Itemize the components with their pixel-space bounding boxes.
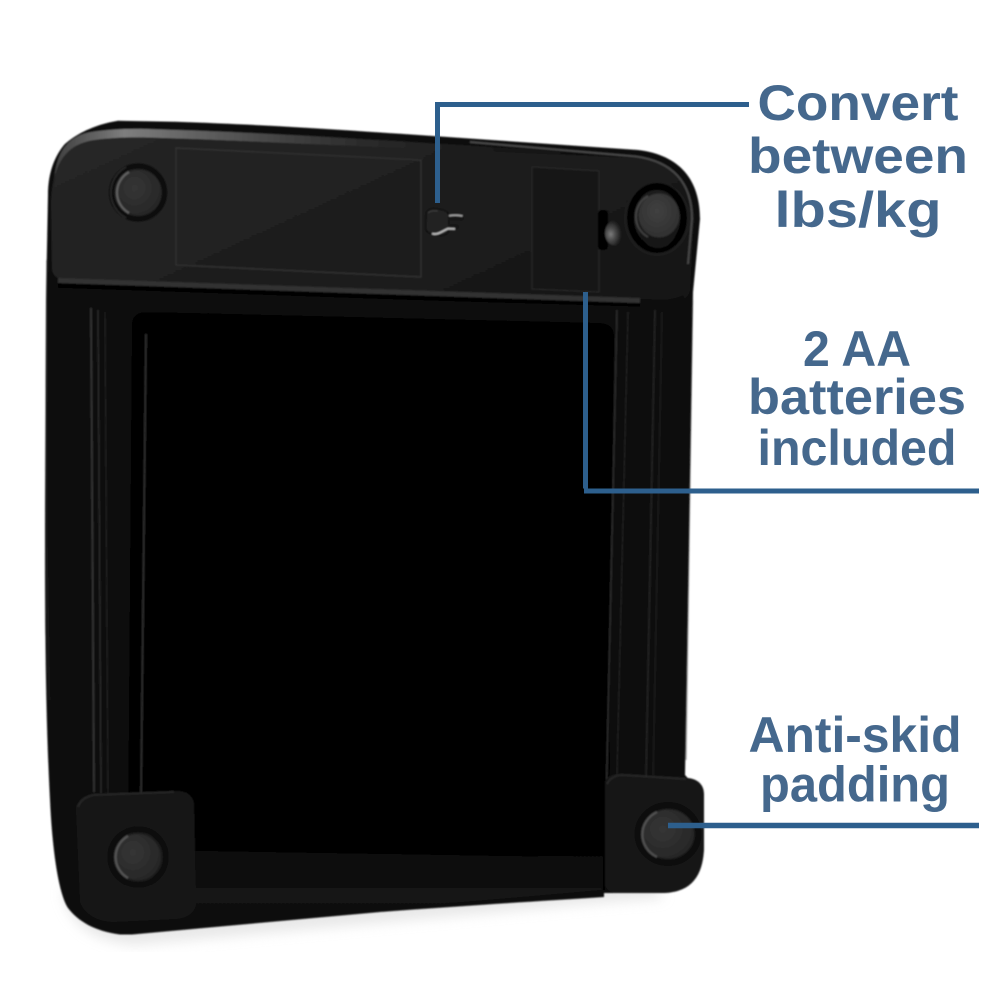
svg-text:Convert: Convert (758, 75, 959, 131)
svg-text:Anti-skid: Anti-skid (749, 707, 962, 763)
svg-text:batteries: batteries (748, 369, 966, 425)
svg-text:between: between (748, 128, 968, 184)
svg-text:included: included (758, 420, 957, 476)
svg-text:2 AA: 2 AA (803, 321, 911, 377)
svg-text:padding: padding (760, 757, 950, 813)
svg-text:lbs/kg: lbs/kg (775, 182, 942, 238)
